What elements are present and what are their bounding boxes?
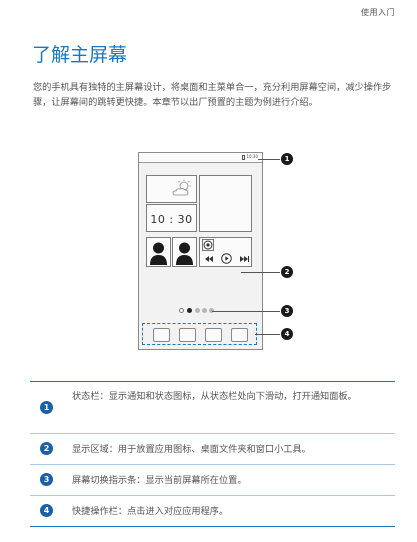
intro-paragraph: 您的手机具有独特的主屏幕设计，将桌面和主菜单合一，充分利用屏幕空间，减少操作步骤…: [33, 82, 392, 108]
callout-line: [241, 272, 280, 273]
legend-number-badge: 4: [40, 504, 53, 517]
legend-description: 显示区域：用于放置应用图标、桌面文件夹和窗口小工具。: [72, 444, 311, 455]
legend-row: 1 状态栏：显示通知和状态图标，从状态栏处向下滑动，打开通知面板。: [30, 382, 395, 434]
legend-number-badge: 1: [40, 401, 53, 414]
callout-line: [255, 334, 280, 335]
page-dot-active: [187, 308, 192, 313]
callout-3: 3: [281, 305, 293, 317]
callout-2: 2: [281, 266, 293, 278]
legend-row: 4 快捷操作栏：点击进入对应应用程序。: [30, 496, 395, 526]
section-label: 使用入门: [361, 8, 395, 17]
legend-number-badge: 3: [40, 473, 53, 486]
page-dot: [195, 308, 200, 313]
empty-widget: [199, 175, 252, 232]
legend-description: 快捷操作栏：点击进入对应应用程序。: [72, 506, 229, 517]
dock-app-slot: [153, 328, 170, 342]
music-widget: [199, 237, 252, 267]
status-bar: 10:30: [139, 153, 262, 163]
clock-widget: 10 : 30: [146, 204, 197, 232]
contact-widget: [172, 237, 197, 267]
next-track-icon: [240, 256, 249, 262]
phone-illustration: 10:30 10 : 30: [138, 152, 263, 350]
contact-widget: [146, 237, 171, 267]
dock-app-slot: [205, 328, 222, 342]
dock-bar: [142, 323, 257, 345]
person-icon: [150, 242, 167, 265]
status-time: 10:30: [246, 154, 258, 159]
callout-1: 1: [281, 153, 293, 165]
music-logo-icon: [202, 239, 214, 251]
page-dot: [209, 308, 214, 313]
clock-time: 10 : 30: [150, 213, 193, 226]
page-dot: [179, 308, 184, 313]
callout-line: [258, 159, 280, 160]
legend-row: 2 显示区域：用于放置应用图标、桌面文件夹和窗口小工具。: [30, 434, 395, 465]
play-icon: [221, 253, 232, 264]
legend-row: 3 屏幕切换指示条：显示当前屏幕所在位置。: [30, 465, 395, 496]
dock-app-slot: [179, 328, 196, 342]
battery-icon: [242, 155, 245, 160]
page-indicator: [179, 308, 219, 314]
dock-app-slot: [231, 328, 248, 342]
legend-table: 1 状态栏：显示通知和状态图标，从状态栏处向下滑动，打开通知面板。 2 显示区域…: [30, 381, 395, 527]
person-icon: [176, 242, 193, 265]
legend-description: 状态栏：显示通知和状态图标，从状态栏处向下滑动，打开通知面板。: [72, 391, 357, 402]
callout-4: 4: [281, 328, 293, 340]
previous-track-icon: [205, 256, 213, 262]
legend-description: 屏幕切换指示条：显示当前屏幕所在位置。: [72, 475, 247, 486]
page-dot: [202, 308, 207, 313]
page-title: 了解主屏幕: [32, 44, 128, 66]
weather-widget: [146, 175, 197, 203]
legend-number-badge: 2: [40, 442, 53, 455]
sun-cloud-icon: [172, 179, 191, 196]
callout-line: [212, 311, 280, 312]
